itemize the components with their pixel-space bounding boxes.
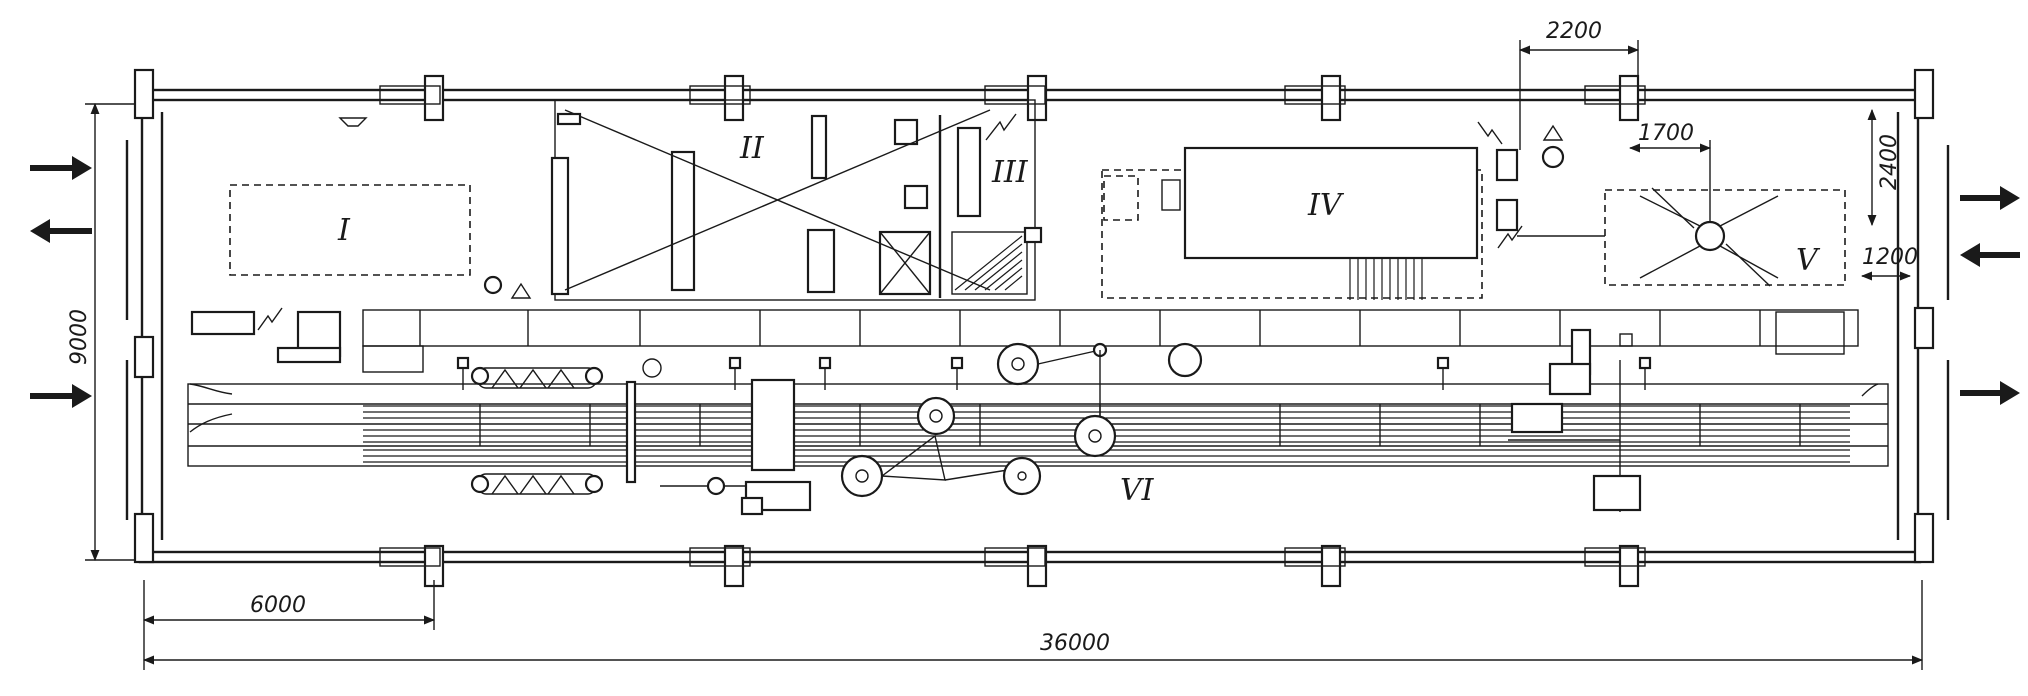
area-vi: VI <box>187 309 1889 516</box>
room-label-v: V <box>1796 243 1821 278</box>
bogie-lower <box>470 473 604 495</box>
gates <box>125 140 1950 520</box>
dim-9000: 9000 <box>67 309 92 365</box>
windows <box>379 85 1646 567</box>
room-label-iii: III <box>991 155 1029 190</box>
room-label-i: I <box>337 213 351 248</box>
room-label-vi: VI <box>1120 473 1155 508</box>
area-iii: III <box>938 113 1043 298</box>
area-ii: II <box>550 99 1036 301</box>
hoist-posts <box>456 356 1652 390</box>
area-v: V <box>1604 187 1846 287</box>
area-iv: IV <box>1101 121 1605 300</box>
columns <box>133 68 1935 588</box>
area-i: I <box>190 117 532 364</box>
room-label-iv: IV <box>1307 188 1345 223</box>
dim-36000: 36000 <box>1040 631 1110 656</box>
dim-2400: 2400 <box>1877 134 1902 190</box>
flow-arrows <box>30 156 2020 408</box>
dim-1200: 1200 <box>1862 245 1918 270</box>
dimension-lines: 2200 1700 2400 1200 9000 6000 36000 <box>67 19 1924 670</box>
room-label-ii: II <box>739 131 765 166</box>
dim-1700: 1700 <box>1638 121 1694 146</box>
dim-2200: 2200 <box>1546 19 1602 44</box>
dim-6000: 6000 <box>250 593 306 618</box>
bogie-upper <box>470 366 604 389</box>
